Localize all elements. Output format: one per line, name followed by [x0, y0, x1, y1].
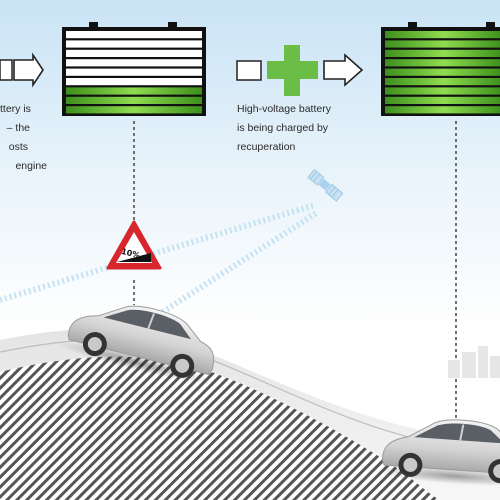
battery-cell — [385, 40, 500, 48]
gradient-sign-icon: 10% — [106, 220, 162, 270]
left-caption-line: – the — [6, 122, 30, 134]
battery-cell — [66, 40, 202, 48]
battery-cell — [66, 106, 202, 114]
small-battery-icon — [236, 60, 262, 81]
arrow-right-icon — [323, 53, 364, 87]
battery-cell — [66, 87, 202, 95]
battery-cell — [385, 87, 500, 95]
car-icon — [373, 419, 500, 486]
car-icon — [57, 305, 215, 384]
battery-cell — [385, 106, 500, 114]
battery-partial-icon — [62, 22, 206, 116]
right-caption-line: High-voltage battery — [237, 103, 331, 115]
battery-full-icon — [381, 22, 500, 116]
plus-icon — [267, 45, 318, 96]
left-caption-line: engine — [15, 160, 47, 172]
battery-cell — [385, 78, 500, 86]
gradient-sign-text: 10% — [120, 247, 141, 260]
connector-lines — [133, 121, 457, 430]
signal-beams — [0, 202, 320, 323]
left-caption-line: ttery is — [0, 103, 31, 115]
right-caption-line: is being charged by — [237, 122, 329, 134]
battery-cell — [385, 49, 500, 57]
right-caption: High-voltage battery is being charged by… — [237, 100, 331, 157]
right-caption-line: recuperation — [237, 141, 296, 153]
battery-cell — [66, 96, 202, 104]
battery-cell — [66, 59, 202, 67]
left-caption: ttery is – the osts engine — [0, 100, 47, 176]
battery-cell — [66, 68, 202, 76]
battery-cell — [385, 31, 500, 39]
distant-buildings — [448, 346, 500, 378]
satellite-icon — [307, 168, 344, 202]
battery-cell — [385, 59, 500, 67]
battery-cell — [66, 31, 202, 39]
battery-cell — [385, 68, 500, 76]
battery-cell — [66, 49, 202, 57]
battery-cell — [66, 78, 202, 86]
battery-cell — [385, 96, 500, 104]
left-caption-line: osts — [8, 141, 28, 153]
arrow-right-icon — [0, 52, 44, 88]
